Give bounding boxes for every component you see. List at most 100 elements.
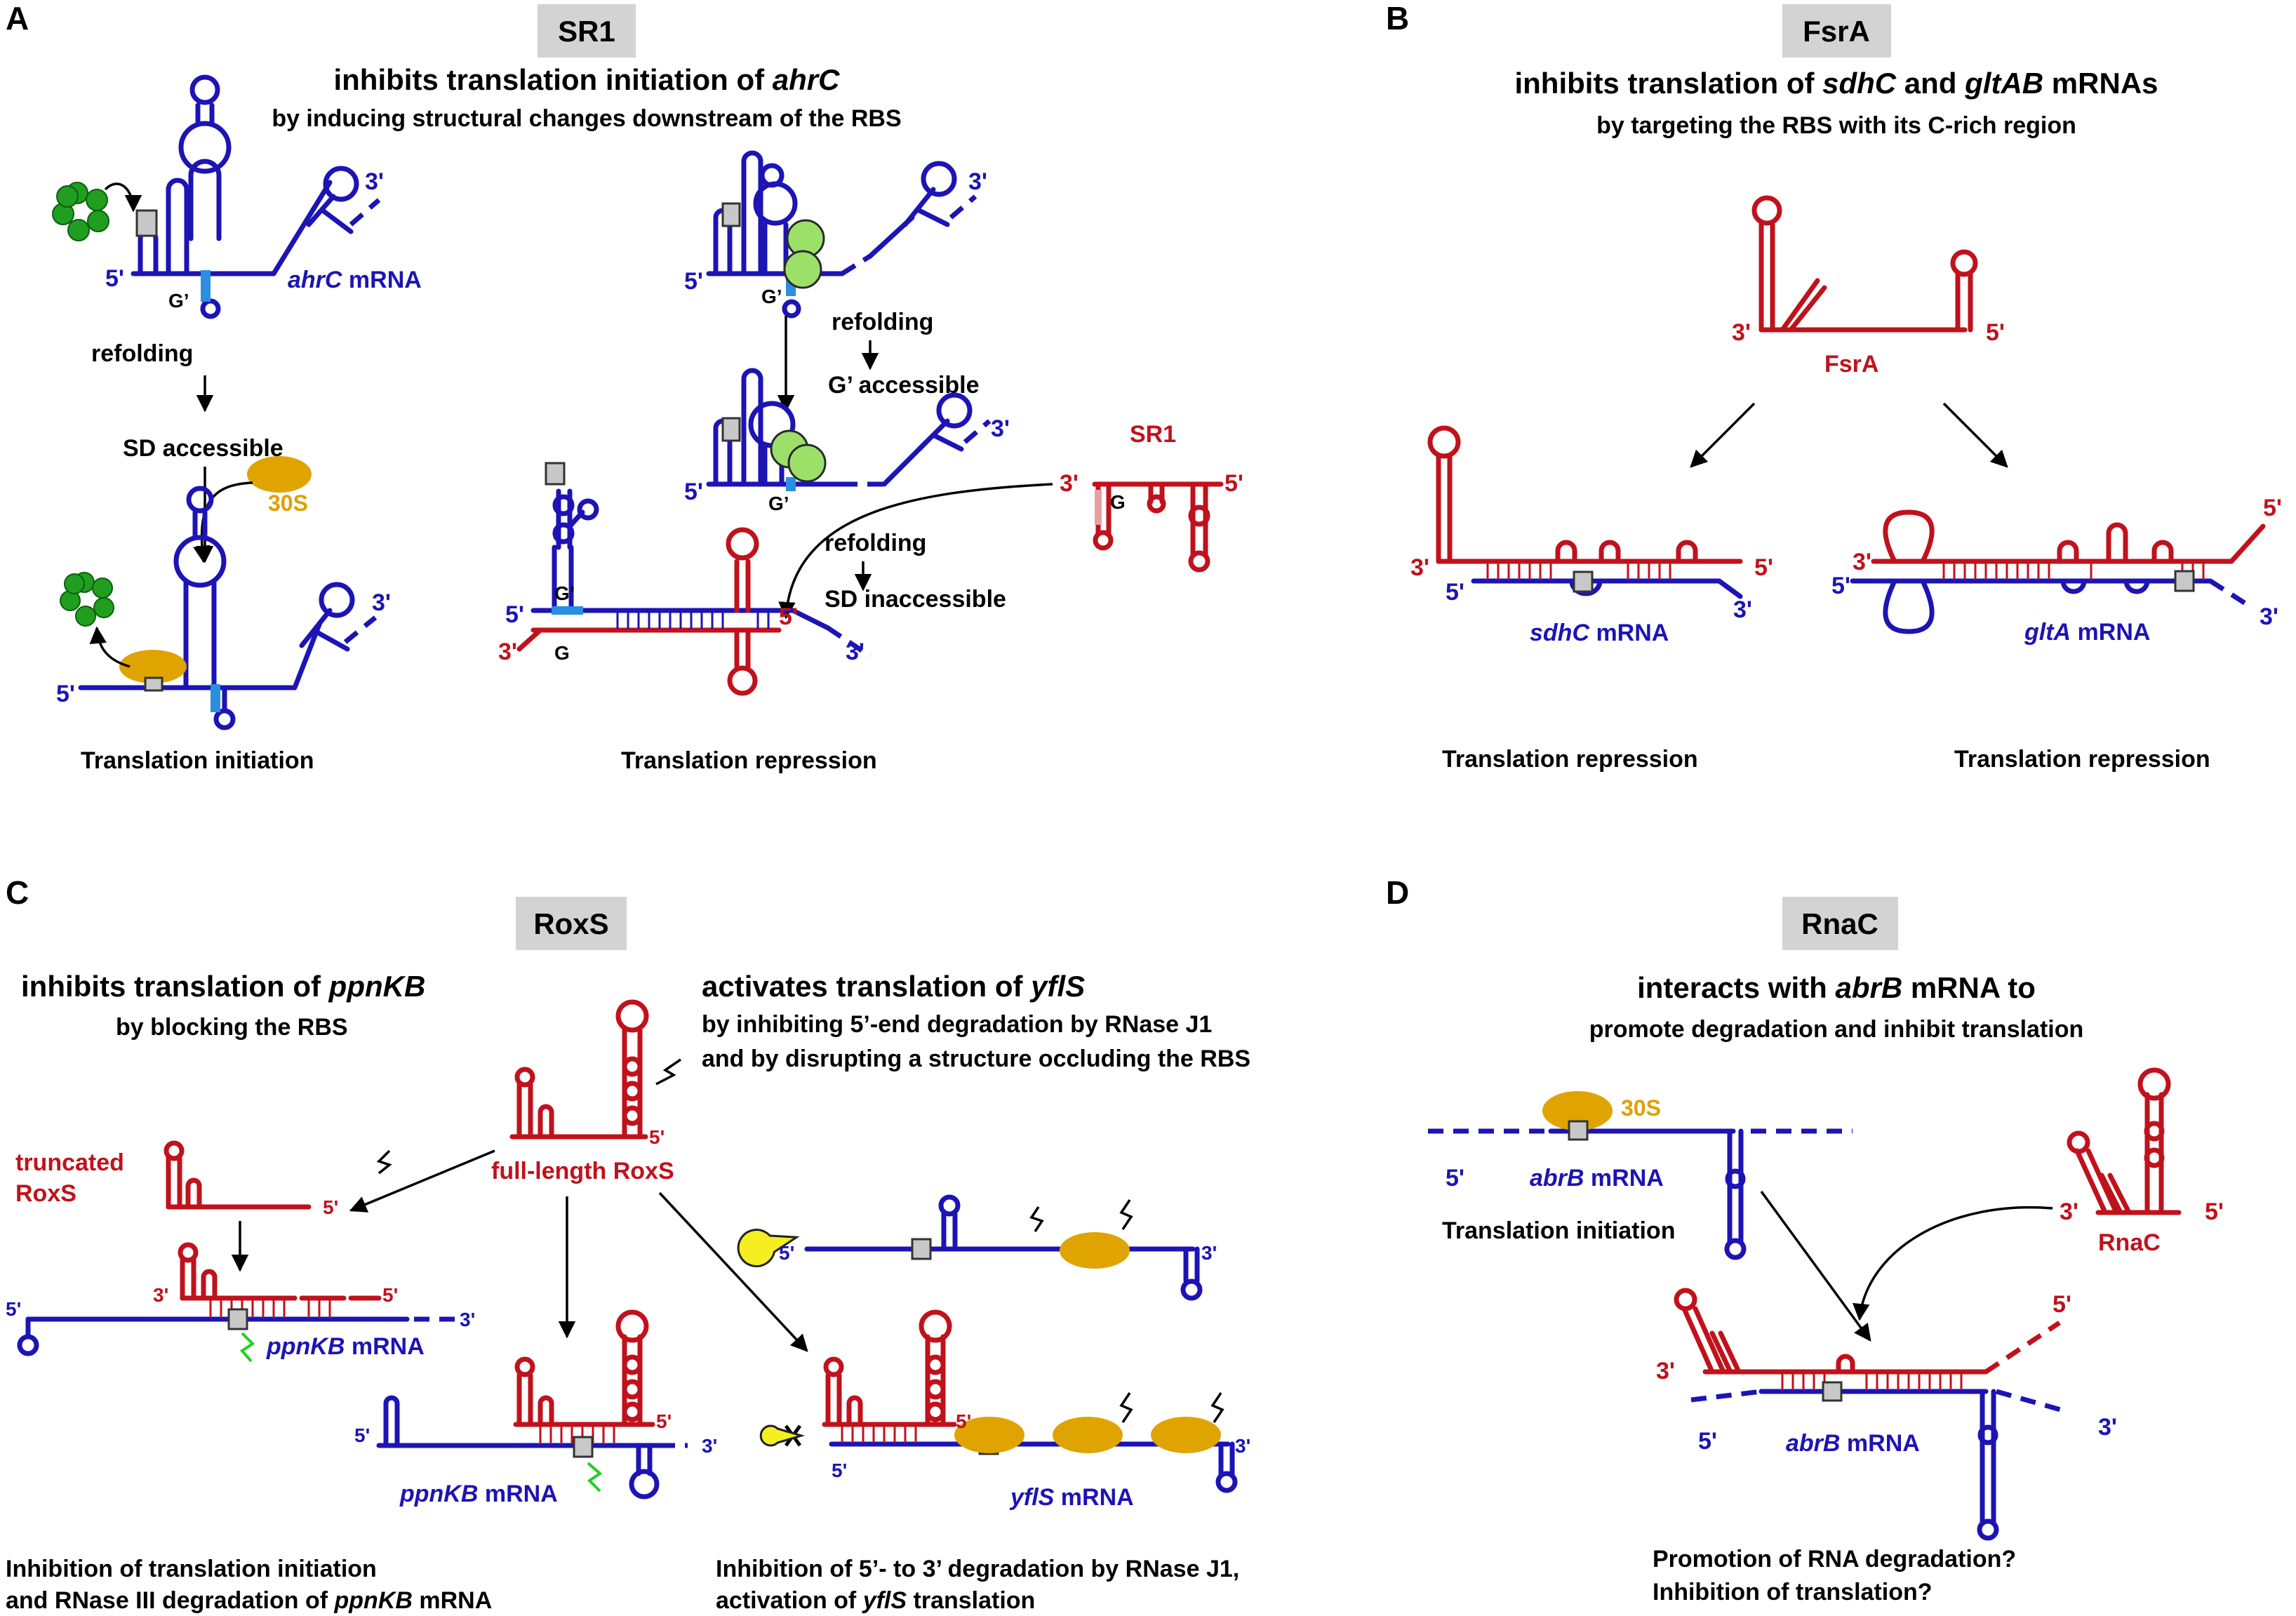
svg-text:3': 3' — [1733, 596, 1752, 623]
sr1-ahrc-duplex: 5' 3' 5' 3' G’ G — [498, 462, 872, 696]
ahrc-mrna-structure-bottom: 5' 3' — [56, 486, 391, 730]
svg-text:5': 5' — [2205, 1198, 2224, 1225]
panel-c-right-title: activates translation of yflS — [702, 970, 1085, 1003]
svg-text:G’: G’ — [554, 582, 575, 604]
svg-text:30S: 30S — [268, 490, 308, 516]
svg-text:3': 3' — [1235, 1435, 1250, 1457]
fsra-glta-duplex: 3' 5' 5' 3' gltA mRNA — [1831, 495, 2282, 646]
svg-text:5': 5' — [2263, 495, 2282, 521]
svg-text:ppnKB mRNA: ppnKB mRNA — [266, 1333, 425, 1360]
panel-c: C RoxS inhibits translation of ppnKB by … — [6, 874, 1250, 1614]
panel-c-letter: C — [6, 874, 29, 911]
svg-text:5': 5' — [779, 1242, 794, 1264]
panel-b-tag-box — [1782, 4, 1891, 58]
svg-text:G: G — [554, 642, 570, 664]
svg-text:RnaC: RnaC — [2098, 1229, 2161, 1256]
svg-text:5': 5' — [779, 603, 798, 630]
translation-initiation-d: Translation initiation — [1442, 1217, 1675, 1244]
svg-text:5': 5' — [1831, 573, 1850, 599]
svg-text:3': 3' — [702, 1435, 717, 1457]
panel-a-title: inhibits translation initiation of ahrC — [333, 63, 840, 96]
rnac-abrb-duplex: 3' 5' 5' 3' abrB mRNA — [1656, 1288, 2117, 1541]
svg-text:G’: G’ — [168, 290, 189, 312]
released-effector-ring-icon — [60, 572, 131, 668]
svg-text:5': 5' — [656, 1410, 672, 1432]
svg-text:3': 3' — [372, 589, 391, 616]
svg-text:3': 3' — [498, 639, 517, 665]
panel-a-subtitle: by inducing structural changes downstrea… — [272, 105, 901, 132]
translation-repression-a: Translation repression — [621, 747, 877, 774]
roxs-ppnkb-duplex-full: 5' 5' 3' ppnKB mRNA — [354, 1309, 717, 1507]
panel-c-tag: RoxS — [533, 907, 608, 940]
refolding-label: refolding — [91, 340, 193, 367]
panel-d-tag: RnaC — [1801, 907, 1878, 940]
panel-c-tag-box — [516, 897, 627, 950]
ahrc-mrna-refolded-2: 5' 3' G’ — [684, 368, 1010, 514]
svg-text:G’: G’ — [768, 493, 789, 514]
yfls-mrna-unbound: 5' 3' — [737, 1194, 1217, 1301]
refolding-label-3: refolding — [825, 530, 926, 556]
ahrc-mrna-structure-top: 5' 3' G’ ahrC mRNA — [105, 74, 422, 319]
ahrc-mrna-refolded-1: 5' 3' G’ — [684, 150, 987, 319]
ahrc-effector-ring-icon — [52, 182, 142, 241]
svg-text:3': 3' — [846, 639, 865, 665]
svg-text:3': 3' — [1853, 549, 1871, 575]
bottom-left-caption-2: and RNase III degradation of ppnKB mRNA — [6, 1587, 492, 1614]
panel-c-right-sub2: and by disrupting a structure occluding … — [702, 1046, 1250, 1072]
svg-text:5': 5' — [1986, 319, 2005, 346]
panel-b-title: inhibits translation of sdhC and gltAB m… — [1514, 67, 2158, 100]
panel-b-letter: B — [1386, 0, 1409, 36]
panel-a-tag-box — [538, 4, 636, 58]
bottom-right-caption-2: activation of yflS translation — [716, 1587, 1035, 1614]
svg-text:5': 5' — [956, 1410, 971, 1432]
sd-accessible-label: SD accessible — [123, 435, 283, 462]
svg-text:3': 3' — [991, 415, 1010, 442]
svg-text:3': 3' — [968, 168, 987, 195]
roxs-yfls-duplex: 5' 5' 3' yflS mRNA — [759, 1309, 1250, 1511]
svg-text:5': 5' — [1698, 1428, 1717, 1455]
svg-text:ahrC mRNA: ahrC mRNA — [288, 267, 422, 293]
sd-inaccessible-label: SD inaccessible — [825, 586, 1006, 613]
svg-text:30S: 30S — [1621, 1095, 1661, 1121]
svg-text:3': 3' — [1410, 554, 1429, 581]
rnac-srna: 3' 5' RnaC — [2060, 1067, 2224, 1256]
svg-text:3': 3' — [1201, 1242, 1217, 1264]
svg-text:truncated: truncated — [15, 1149, 124, 1176]
svg-text:5': 5' — [684, 479, 703, 505]
svg-text:5': 5' — [832, 1460, 847, 1481]
panel-d-subtitle: promote degradation and inhibit translat… — [1589, 1016, 2084, 1043]
svg-text:3': 3' — [2060, 1198, 2078, 1225]
panel-c-left-title: inhibits translation of ppnKB — [21, 970, 425, 1003]
svg-text:5': 5' — [2053, 1291, 2071, 1318]
panel-a-tag: SR1 — [558, 15, 615, 48]
svg-text:3': 3' — [1732, 319, 1751, 346]
truncated-roxs-ppnkb-duplex: 3' 5' 5' 3' ppnKB mRNA — [6, 1242, 475, 1363]
svg-text:abrB mRNA: abrB mRNA — [1530, 1165, 1664, 1191]
svg-text:gltA mRNA: gltA mRNA — [2024, 619, 2150, 646]
svg-text:3': 3' — [2260, 603, 2278, 630]
full-length-roxs: 5' full-length RoxS — [491, 999, 681, 1184]
panel-c-right-sub1: by inhibiting 5’-end degradation by RNas… — [702, 1011, 1212, 1038]
panel-a: A SR1 inhibits translation initiation of… — [6, 0, 1243, 774]
panel-a-letter: A — [6, 0, 29, 36]
svg-text:5': 5' — [354, 1424, 370, 1446]
svg-text:3': 3' — [460, 1309, 475, 1330]
svg-text:yflS mRNA: yflS mRNA — [1009, 1484, 1134, 1511]
translation-repression-b-left: Translation repression — [1442, 746, 1698, 773]
svg-text:3': 3' — [365, 168, 384, 195]
bottom-left-caption-1: Inhibition of translation initiation — [6, 1556, 377, 1582]
panel-d: D RnaC interacts with abrB mRNA to promo… — [1386, 874, 2224, 1605]
svg-text:abrB mRNA: abrB mRNA — [1786, 1430, 1920, 1457]
svg-text:5': 5' — [1446, 579, 1464, 606]
svg-text:5': 5' — [382, 1284, 398, 1306]
svg-text:5': 5' — [105, 265, 124, 292]
question-translation: Inhibition of translation? — [1653, 1579, 1933, 1605]
svg-text:5': 5' — [505, 601, 524, 628]
panel-d-title: interacts with abrB mRNA to — [1637, 971, 2036, 1004]
refolding-label-2: refolding — [832, 309, 933, 335]
question-degradation: Promotion of RNA degradation? — [1653, 1546, 2016, 1572]
svg-text:5': 5' — [6, 1298, 21, 1320]
svg-text:ppnKB mRNA: ppnKB mRNA — [399, 1481, 558, 1507]
sr1-srna: SR1 3' 5' G — [1060, 421, 1243, 573]
